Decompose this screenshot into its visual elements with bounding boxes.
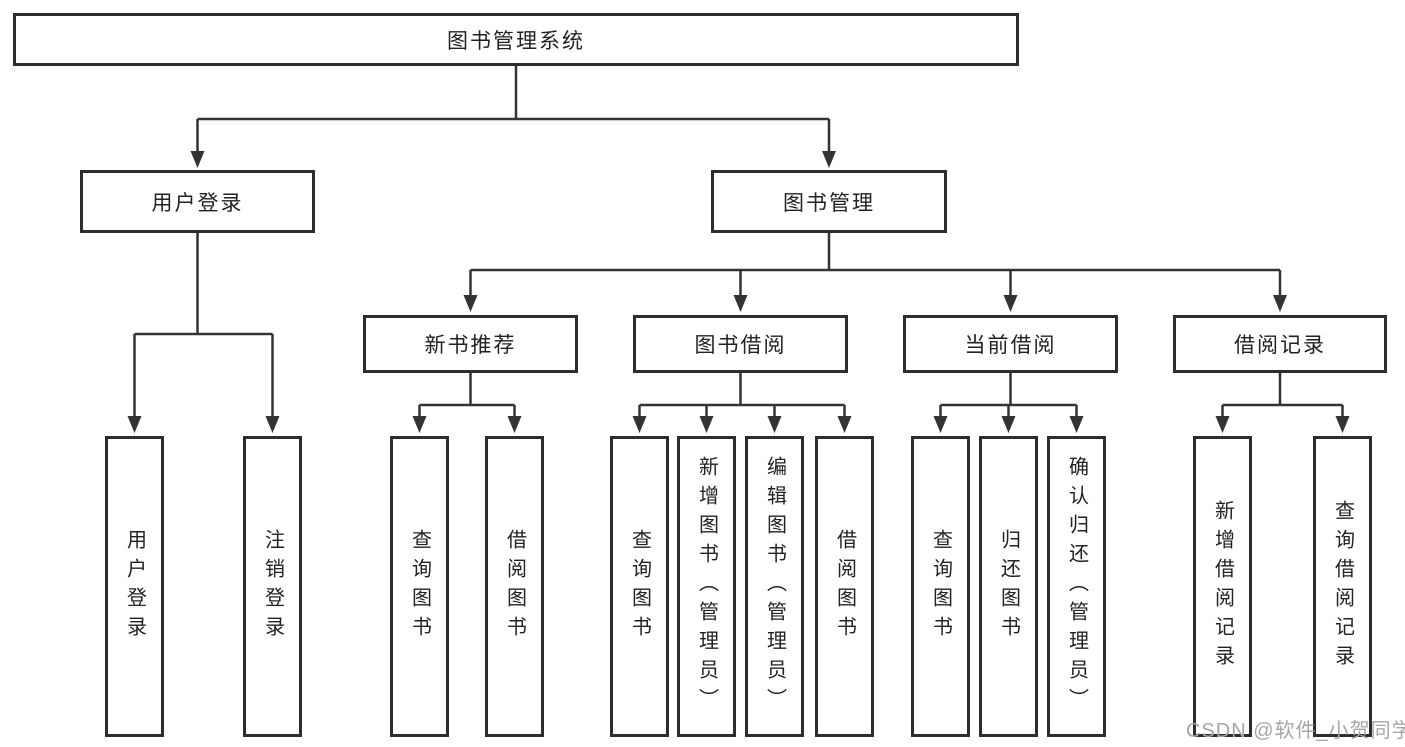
arrowheads (127, 151, 1350, 433)
leaf-user-login: 用户登录 (105, 436, 164, 737)
node-new-book-recommend: 新书推荐 (363, 315, 578, 373)
leaf-confirm-return-admin: 确认归还（管理员） (1047, 436, 1106, 737)
leaf-add-book-admin: 新增图书（管理员） (677, 436, 736, 737)
leaf-add-borrow-record-label: 新增借阅记录 (1211, 499, 1234, 674)
leaf-borrow-book-1-label: 借阅图书 (503, 528, 526, 645)
node-borrow-record-label: 借阅记录 (1234, 334, 1326, 357)
leaf-query-book-1: 查询图书 (390, 436, 449, 737)
leaf-query-book-1-label: 查询图书 (408, 528, 431, 645)
node-current-borrow-label: 当前借阅 (964, 334, 1057, 357)
leaf-borrow-book-2-label: 借阅图书 (833, 528, 856, 645)
leaf-add-book-admin-label: 新增图书（管理员） (695, 456, 718, 717)
leaf-edit-book-admin: 编辑图书（管理员） (745, 436, 804, 737)
leaf-query-book-3-label: 查询图书 (929, 528, 952, 645)
leaf-confirm-return-admin-label: 确认归还（管理员） (1065, 456, 1088, 717)
node-book-management-label: 图书管理 (783, 191, 875, 215)
leaf-query-borrow-record: 查询借阅记录 (1313, 436, 1372, 737)
leaf-logout-label: 注销登录 (261, 528, 284, 645)
watermark: CSDN @软件_小贺同学 (1186, 720, 1405, 742)
leaf-query-book-3: 查询图书 (911, 436, 970, 737)
node-user-login-label: 用户登录 (151, 191, 244, 215)
node-book-management: 图书管理 (711, 170, 947, 233)
leaf-user-login-label: 用户登录 (123, 528, 146, 645)
leaf-logout: 注销登录 (243, 436, 302, 737)
leaf-edit-book-admin-label: 编辑图书（管理员） (763, 456, 786, 717)
node-root-label: 图书管理系统 (447, 29, 585, 53)
node-user-login: 用户登录 (80, 170, 315, 233)
node-book-borrow: 图书借阅 (633, 315, 848, 373)
leaf-return-book-label: 归还图书 (997, 528, 1020, 645)
node-root: 图书管理系统 (13, 13, 1019, 66)
node-new-book-recommend-label: 新书推荐 (424, 334, 517, 357)
leaf-borrow-book-1: 借阅图书 (485, 436, 544, 737)
node-current-borrow: 当前借阅 (903, 315, 1118, 373)
leaf-borrow-book-2: 借阅图书 (815, 436, 874, 737)
node-borrow-record: 借阅记录 (1173, 315, 1387, 373)
leaf-query-borrow-record-label: 查询借阅记录 (1331, 499, 1354, 674)
leaf-query-book-2: 查询图书 (610, 436, 669, 737)
leaf-return-book: 归还图书 (979, 436, 1038, 737)
node-book-borrow-label: 图书借阅 (694, 334, 787, 357)
leaf-add-borrow-record: 新增借阅记录 (1193, 436, 1252, 737)
leaf-query-book-2-label: 查询图书 (628, 528, 651, 645)
